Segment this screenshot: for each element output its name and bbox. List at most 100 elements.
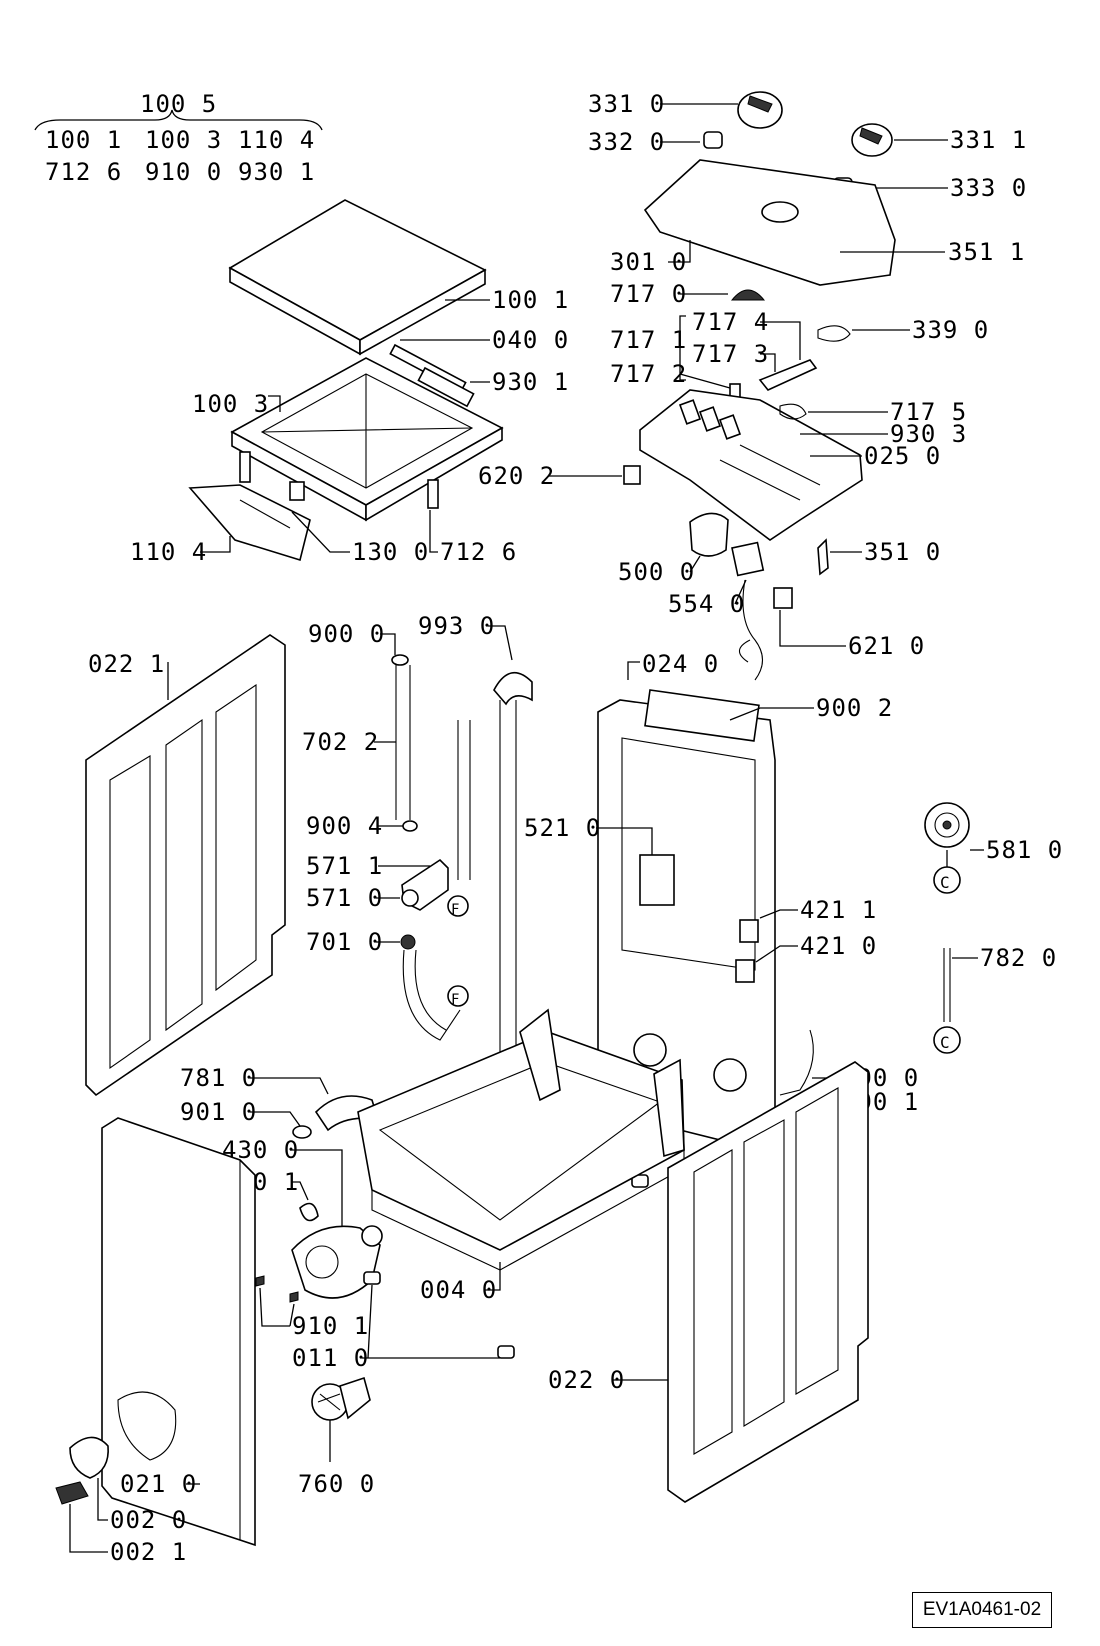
side-panel-right <box>667 1061 869 1503</box>
leader-9930 <box>488 625 513 661</box>
label-9930: 993 0 <box>418 612 495 640</box>
label-7126: 712 6 <box>440 538 517 566</box>
kit-brace <box>34 109 323 131</box>
fitting-7010 <box>400 934 416 950</box>
leader-9010 <box>250 1111 301 1127</box>
label-7022: 702 2 <box>302 728 379 756</box>
pressure-hose <box>457 720 471 880</box>
foot-0110-a <box>363 1271 381 1285</box>
label-0240: 024 0 <box>642 650 719 678</box>
rod-7820 <box>943 948 951 1022</box>
leader-1003 <box>268 395 281 412</box>
label-5810: 581 0 <box>986 836 1063 864</box>
clip-9000 <box>391 654 409 666</box>
label-3320: 332 0 <box>588 128 665 156</box>
connector-C-lower: C <box>933 1026 961 1054</box>
part-5540 <box>731 541 765 681</box>
label-0250: 025 0 <box>864 442 941 470</box>
leader-0020 <box>97 1478 108 1521</box>
label-3310: 331 0 <box>588 90 665 118</box>
leader-3010 <box>668 240 691 263</box>
label-4211: 421 1 <box>800 896 877 924</box>
label-7173: 717 3 <box>692 340 769 368</box>
label-7810: 781 0 <box>180 1064 257 1092</box>
svg-text:F: F <box>451 902 460 918</box>
leader-9002 <box>729 707 814 721</box>
front-trim <box>188 484 311 562</box>
label-0220: 022 0 <box>548 1366 625 1394</box>
leader-7171-bracket <box>679 315 686 381</box>
leader-1300 <box>291 511 350 553</box>
filter-7600 <box>311 1376 371 1421</box>
label-9101: 910 1 <box>292 1312 369 1340</box>
connector-F-upper: F <box>447 895 469 918</box>
leader-9000 <box>380 633 396 655</box>
label-7174: 717 4 <box>692 308 769 336</box>
drawing-reference-code: EV1A0461-02 <box>912 1592 1052 1628</box>
svg-text:F: F <box>451 992 460 1008</box>
label-9002: 900 2 <box>816 694 893 722</box>
foot-0110-d <box>631 1174 649 1188</box>
side-panel-left <box>85 634 286 1097</box>
leader-5210 <box>596 827 653 855</box>
label-3311: 331 1 <box>950 126 1027 154</box>
part-6202 <box>623 465 641 485</box>
part-3390 <box>817 325 851 342</box>
part-4211 <box>739 919 759 943</box>
control-panel <box>643 159 896 286</box>
leader-0040 <box>484 1262 501 1291</box>
part-7170 <box>730 289 766 301</box>
knob-3311 <box>851 123 893 157</box>
inlet-valve <box>401 858 449 911</box>
knob-3320 <box>703 131 723 149</box>
part-3510 <box>817 538 829 576</box>
pulley-5810 <box>924 802 970 848</box>
electronic-module <box>639 389 863 541</box>
part-4210 <box>735 959 755 983</box>
svg-text:C: C <box>940 873 951 892</box>
hose-7022 <box>395 665 411 820</box>
label-1300: 130 0 <box>352 538 429 566</box>
label-1001: 100 1 <box>492 286 569 314</box>
label-0210: 021 0 <box>120 1470 197 1498</box>
kit-row2-b: 910 0 <box>145 158 222 186</box>
leader-0110 <box>362 1284 500 1359</box>
rear-panel <box>597 689 776 1151</box>
label-7820: 782 0 <box>980 944 1057 972</box>
label-5711: 571 1 <box>306 852 383 880</box>
label-5000: 500 0 <box>618 558 695 586</box>
leader-0021 <box>69 1504 108 1553</box>
label-3511: 351 1 <box>948 238 1025 266</box>
top-frame <box>230 343 504 522</box>
label-6210: 621 0 <box>848 632 925 660</box>
foot-0110-b <box>497 1345 515 1359</box>
top-lid <box>228 199 487 356</box>
label-9303: 930 3 <box>890 420 967 448</box>
leader-4300 <box>290 1149 343 1230</box>
hose-bend-9930 <box>493 672 533 706</box>
label-0040: 004 0 <box>420 1276 497 1304</box>
label-7600: 760 0 <box>298 1470 375 1498</box>
kit-row1-b: 100 3 <box>145 126 222 154</box>
kit-group: 100 5 100 1 100 3 110 4 712 6 910 0 930 … <box>34 90 323 186</box>
clip-0021 <box>55 1481 89 1505</box>
label-9004: 900 4 <box>306 812 383 840</box>
kit-row1-c: 110 4 <box>238 126 315 154</box>
label-3390: 339 0 <box>912 316 989 344</box>
label-5210: 521 0 <box>524 814 601 842</box>
label-5540: 554 0 <box>668 590 745 618</box>
clip-9004 <box>402 820 418 832</box>
leader-1104 <box>200 536 231 553</box>
label-7172: 717 2 <box>610 360 687 388</box>
label-6202: 620 2 <box>478 462 555 490</box>
kit-main-label: 100 5 <box>140 90 217 118</box>
connector-C-upper: C <box>933 850 961 894</box>
label-4210: 421 0 <box>800 932 877 960</box>
kit-row2-c: 930 1 <box>238 158 315 186</box>
label-3010: 301 0 <box>610 248 687 276</box>
label-9301: 930 1 <box>492 368 569 396</box>
label-0110: 011 0 <box>292 1344 369 1372</box>
leader-4210 <box>755 945 798 963</box>
inlet-hose <box>402 949 461 1041</box>
